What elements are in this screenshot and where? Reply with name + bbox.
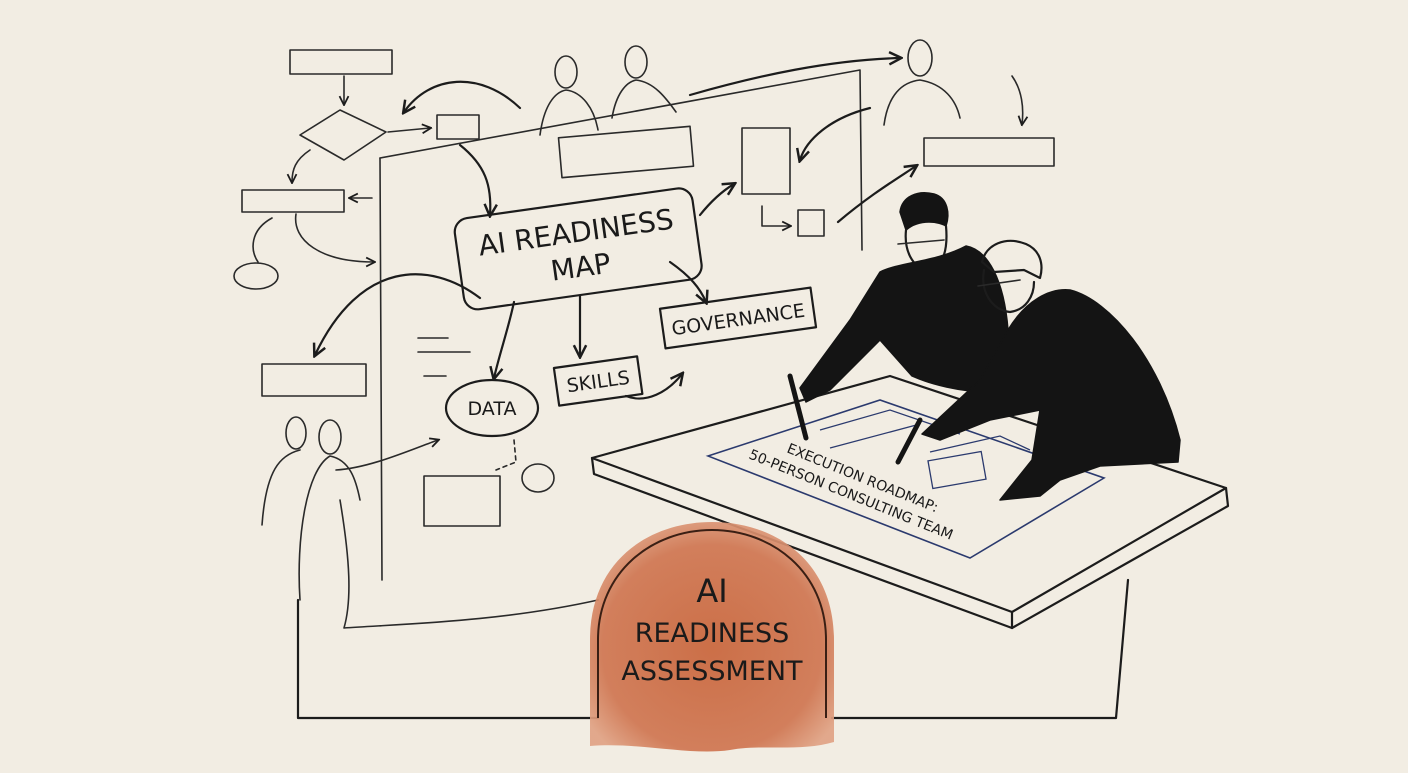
flow-arrow	[836, 166, 916, 224]
skills-node: SKILLS	[552, 355, 644, 407]
flow-ellipse	[521, 463, 555, 493]
skills-label: SKILLS	[565, 367, 631, 398]
flow-arrow	[292, 149, 311, 182]
glasses-icon	[977, 279, 1021, 287]
flow-arrow	[1011, 75, 1023, 124]
flow-arrow	[698, 184, 734, 217]
roadmap-box	[927, 450, 987, 490]
governance-node: GOVERNANCE	[658, 286, 818, 350]
roadmap-sheet	[705, 399, 1106, 559]
consultant-left	[787, 192, 1009, 441]
paper-sheet	[339, 499, 599, 629]
base-platform	[296, 499, 1130, 720]
hair	[899, 192, 949, 231]
governance-label: GOVERNANCE	[670, 300, 806, 340]
flow-arrow	[387, 128, 430, 132]
hair	[980, 239, 1043, 280]
arch-outline	[597, 528, 827, 718]
assessment-line3: ASSESSMENT	[621, 656, 803, 687]
table-edge	[1010, 486, 1230, 630]
person-figure	[539, 55, 599, 136]
table-edge	[590, 456, 1014, 630]
flow-arrow	[668, 260, 706, 302]
decision-diamond	[299, 109, 387, 161]
whiteboard-edge	[379, 69, 863, 251]
map-title-line2: MAP	[549, 247, 613, 288]
person-figure	[261, 416, 438, 601]
assessment-line2: READINESS	[635, 618, 790, 649]
suit	[921, 289, 1181, 501]
flow-arrow	[624, 374, 682, 400]
glasses-icon	[897, 239, 945, 245]
data-label: DATA	[468, 398, 517, 420]
flow-arrow	[294, 213, 374, 262]
pen-icon	[787, 373, 809, 441]
scribble-lines	[417, 337, 471, 377]
board-box	[797, 209, 825, 237]
flow-box	[289, 49, 393, 75]
background-flowchart	[233, 49, 1055, 581]
platform-edge	[296, 598, 600, 720]
flow-box	[261, 363, 367, 397]
consultant-right	[895, 239, 1181, 501]
pen-icon	[895, 417, 923, 465]
person-figure	[883, 39, 961, 126]
flow-box	[923, 137, 1055, 167]
board-box	[557, 125, 695, 179]
face	[982, 268, 1036, 314]
readiness-map: AI READINESS MAP GOVERNANCE SKILLS DATA	[444, 184, 818, 438]
assessment-arch: AI READINESS ASSESSMENT	[590, 522, 834, 752]
flow-arrow	[800, 106, 872, 160]
dashed-connector	[495, 439, 517, 471]
board-box	[741, 127, 791, 195]
suit	[799, 245, 1009, 403]
flow-arrow	[404, 80, 522, 112]
flow-box	[423, 475, 501, 527]
flow-box	[241, 189, 345, 213]
flow-arrow	[494, 300, 516, 378]
whiteboard-edge	[379, 157, 383, 581]
background-people	[261, 39, 961, 601]
flow-ellipse	[233, 262, 279, 290]
data-node: DATA	[444, 378, 540, 438]
person-figure	[611, 45, 677, 119]
flow-line	[252, 217, 273, 263]
flow-arrow	[458, 143, 490, 215]
flow-arrow	[688, 58, 900, 97]
flow-arrow	[761, 205, 790, 226]
platform-edge	[830, 578, 1130, 720]
flow-box	[436, 114, 480, 140]
flow-arrow	[315, 273, 482, 355]
assessment-line1: AI	[696, 572, 727, 610]
watercolor-arch	[590, 522, 834, 752]
